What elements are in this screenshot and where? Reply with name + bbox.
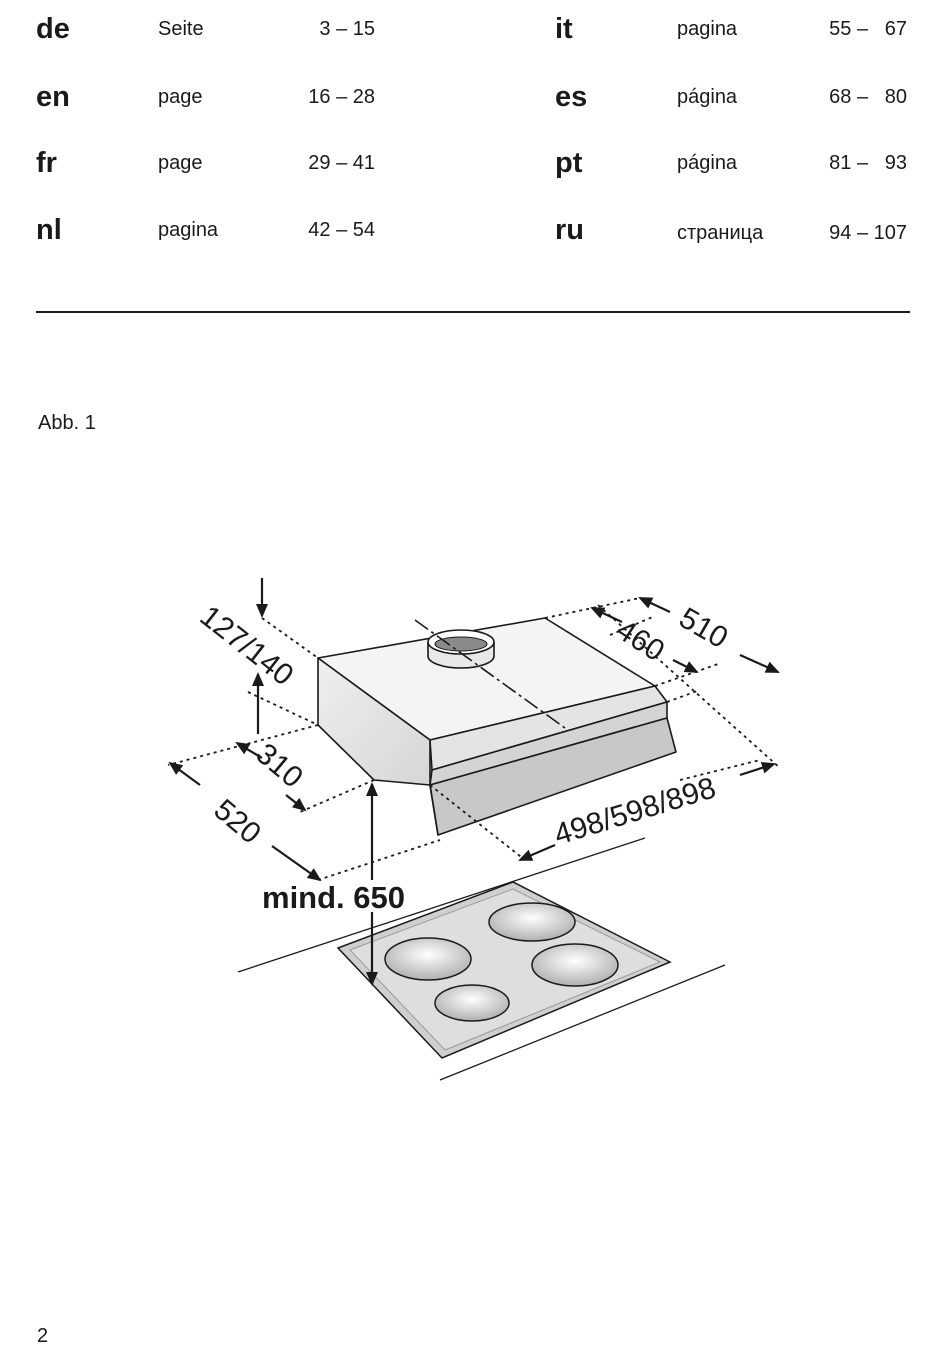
page-word: page bbox=[158, 86, 203, 108]
figure-label: Abb. 1 bbox=[38, 412, 96, 434]
page-range: 81 – 93 bbox=[829, 152, 907, 174]
dimension-arrows bbox=[168, 578, 780, 986]
burner bbox=[384, 937, 472, 981]
language-row-nl: nl pagina 42 – 54 bbox=[0, 213, 475, 253]
page-range: 94 – 107 bbox=[829, 222, 907, 244]
language-row-en: en page 16 – 28 bbox=[0, 80, 475, 120]
center-line bbox=[414, 619, 566, 729]
page-word: page bbox=[158, 152, 203, 174]
page-range: 55 – 67 bbox=[829, 18, 907, 40]
language-code: de bbox=[36, 13, 70, 45]
page-word: pagina bbox=[158, 219, 219, 241]
language-row-es: es página 68 – 80 bbox=[0, 80, 907, 120]
page-range: 42 – 54 bbox=[308, 219, 375, 241]
language-code: en bbox=[36, 81, 70, 113]
dimension-front-height-label: 310 bbox=[250, 737, 310, 794]
page-word: página bbox=[677, 152, 738, 174]
page-word: Seite bbox=[158, 18, 204, 40]
language-code: es bbox=[555, 81, 588, 113]
range-hood bbox=[317, 617, 677, 836]
language-code: fr bbox=[36, 147, 57, 179]
dimension-depth-outer-label: 510 bbox=[674, 601, 734, 655]
page-range: 16 – 28 bbox=[308, 86, 375, 108]
page-number: 2 bbox=[37, 1325, 49, 1347]
language-code: it bbox=[555, 13, 573, 45]
language-row-fr: fr page 29 – 41 bbox=[0, 146, 475, 186]
burner bbox=[531, 943, 619, 987]
page-word: страница bbox=[677, 222, 764, 244]
language-row-it: it pagina 55 – 67 bbox=[0, 12, 907, 52]
language-code: pt bbox=[555, 147, 583, 179]
language-row-pt: pt página 81 – 93 bbox=[0, 146, 907, 186]
page-word: página bbox=[677, 86, 738, 108]
language-row-ru: ru страница 94 – 107 bbox=[0, 214, 907, 256]
cooktop bbox=[336, 881, 672, 1059]
language-code: ru bbox=[555, 214, 584, 246]
dimension-min-distance-label: mind. 650 bbox=[262, 880, 405, 915]
page-range: 29 – 41 bbox=[308, 152, 375, 174]
dimension-side-depth-label: 520 bbox=[208, 793, 268, 850]
burner bbox=[488, 902, 576, 942]
page-word: pagina bbox=[677, 18, 738, 40]
page-range: 3 – 15 bbox=[319, 18, 375, 40]
countertop-lines bbox=[237, 837, 726, 1081]
burner bbox=[434, 984, 510, 1022]
language-row-de: de Seite 3 – 15 bbox=[0, 12, 475, 52]
language-code: nl bbox=[36, 214, 62, 246]
dimension-height-label: 127/140 bbox=[194, 600, 300, 693]
page-range: 68 – 80 bbox=[829, 86, 907, 108]
section-divider bbox=[36, 311, 910, 313]
